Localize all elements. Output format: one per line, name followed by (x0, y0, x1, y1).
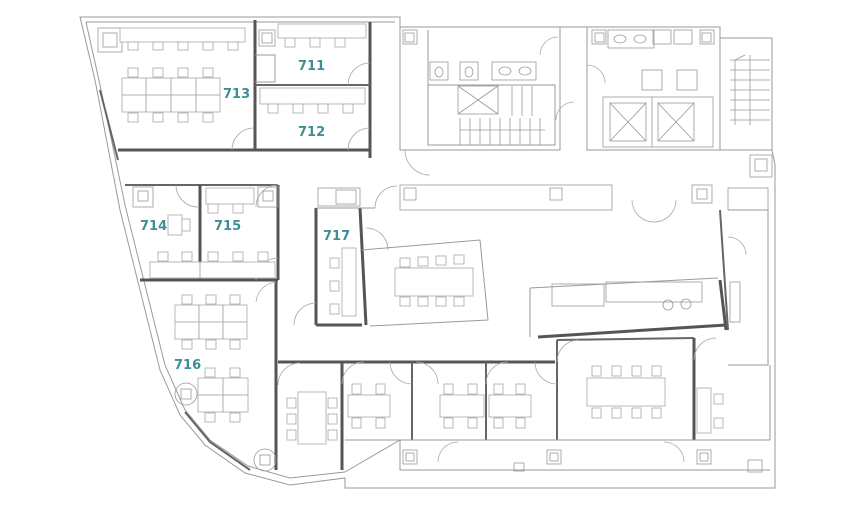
service-core (399, 27, 721, 176)
rooms-top-left (97, 20, 372, 158)
stairwell-right (720, 37, 773, 178)
room-label-715: 715 (214, 219, 241, 234)
room-717 (293, 187, 389, 327)
pantry-area (529, 209, 769, 366)
meeting-room-rotated (361, 239, 489, 327)
rooms-714-715 (125, 184, 280, 282)
room-label-716: 716 (174, 358, 201, 373)
room-label-711: 711 (298, 59, 325, 74)
room-716 (174, 280, 278, 472)
facade-bottom (399, 365, 771, 473)
room-label-713: 713 (223, 87, 250, 102)
room-labels: 713 711 712 714 715 717 716 (140, 59, 350, 373)
room-label-714: 714 (140, 219, 167, 234)
room-label-717: 717 (323, 229, 350, 244)
bottom-rooms (277, 337, 770, 473)
room-label-712: 712 (298, 125, 325, 140)
corridor-counter (374, 184, 769, 223)
